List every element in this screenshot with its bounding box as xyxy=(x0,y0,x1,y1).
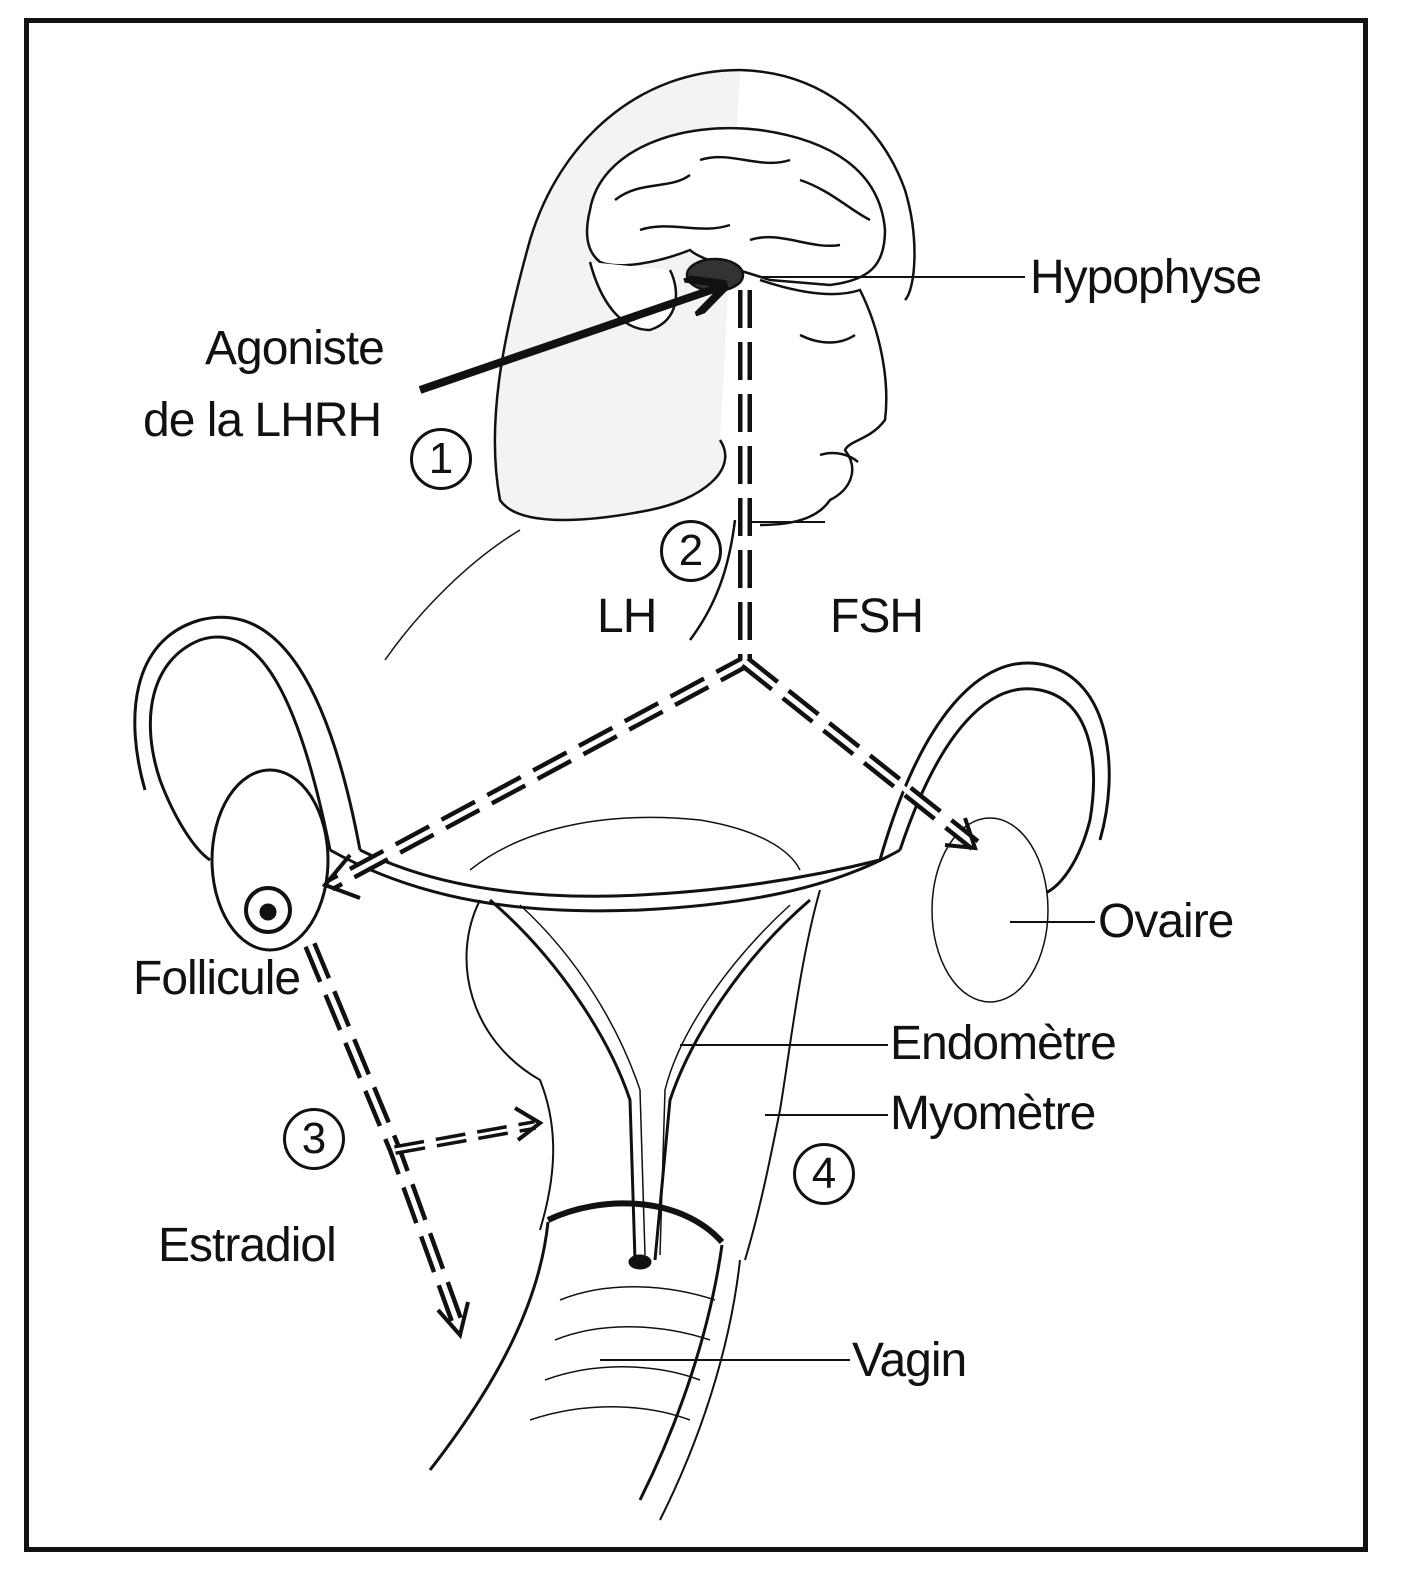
label-estradiol: Estradiol xyxy=(158,1219,337,1272)
hormone-pathway-arrows xyxy=(303,290,980,1340)
step-2-badge: 2 xyxy=(660,520,722,582)
head-drawing xyxy=(384,68,916,661)
label-hypophyse: Hypophyse xyxy=(1030,251,1262,304)
step-1-badge: 1 xyxy=(410,428,472,490)
label-agoniste-line1: Agoniste xyxy=(205,322,385,375)
label-vagin: Vagin xyxy=(852,1334,967,1387)
label-lh: LH xyxy=(597,590,657,643)
label-ovaire: Ovaire xyxy=(1098,895,1234,948)
label-myometre: Myomètre xyxy=(890,1087,1096,1140)
label-endometre: Endomètre xyxy=(890,1017,1117,1070)
agonist-arrow xyxy=(418,287,720,394)
label-leader-lines xyxy=(600,276,1095,1361)
step-3-badge: 3 xyxy=(283,1108,345,1170)
label-follicule: Follicule xyxy=(133,952,301,1005)
reproductive-organs-drawing xyxy=(133,615,1111,1521)
label-fsh: FSH xyxy=(830,590,924,643)
step-4-badge: 4 xyxy=(793,1143,855,1205)
label-agoniste-line2: de la LHRH xyxy=(143,394,382,447)
